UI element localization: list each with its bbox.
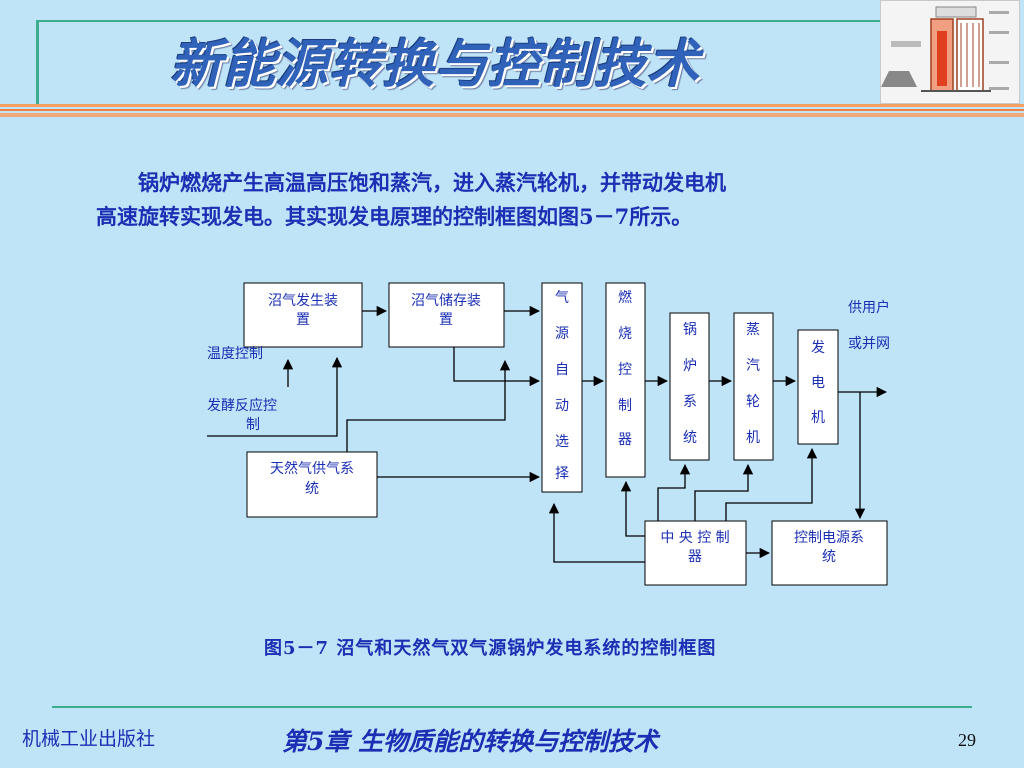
box-steam-turbine (733, 312, 774, 461)
box-natural-gas-line2: 统 (305, 481, 319, 497)
boiler-schematic-icon (881, 6, 1009, 92)
title-top-line (36, 20, 881, 22)
title-left-line (36, 20, 39, 104)
box-biogas-generator-line1: 沼气发生装 (268, 293, 338, 309)
paragraph-line-1: 锅炉燃烧产生高温高压饱和蒸汽，进入蒸汽轮机，并带动发电机 (138, 170, 726, 195)
arrow-central-to-turbine (694, 463, 754, 521)
header-stripe-1 (0, 104, 1024, 107)
box-boiler-system (669, 312, 710, 461)
arrow-central-to-boiler (657, 463, 691, 521)
arrow-store-to-select-lower (453, 347, 541, 387)
label-fermentation-line2: 制 (246, 417, 260, 433)
box-power-ctrl-line2: 统 (822, 549, 836, 565)
box-biogas-generator-line2: 置 (296, 312, 310, 328)
burn-ctrl-char-3: 控 (618, 362, 632, 378)
boiler-char-1: 锅 (683, 322, 697, 338)
turbine-char-4: 机 (746, 430, 760, 446)
footer-chapter: 第5章 生物质能的转换与控制技术 (282, 727, 659, 756)
box-combustion-controller (605, 282, 646, 478)
figure-caption: 图5－7 沼气和天然气双气源锅炉发电系统的控制框图 (264, 638, 717, 659)
box-biogas-storage-line2: 置 (439, 312, 453, 328)
box-biogas-generator (243, 282, 363, 348)
label-temperature-control: 温度控制 (207, 346, 263, 362)
boiler-char-3: 系 (683, 394, 697, 410)
box-central-ctrl-line2: 器 (688, 549, 702, 565)
burn-ctrl-char-5: 器 (618, 432, 632, 448)
header-stripe-2 (0, 109, 1024, 111)
boiler-char-4: 统 (683, 430, 697, 446)
gas-select-char-3: 自 (555, 362, 569, 378)
gas-select-char-2: 源 (555, 326, 569, 342)
generator-char-3: 机 (811, 410, 825, 426)
arrow-central-to-generator (725, 447, 818, 521)
box-gas-auto-select (541, 282, 583, 493)
footer-publisher: 机械工业出版社 (22, 728, 156, 750)
box-natural-gas-supply (246, 451, 378, 518)
box-power-control-system (771, 520, 888, 586)
box-central-ctrl-line1: 中 央 控 制 (660, 530, 729, 546)
label-supply-line1: 供用户 (848, 299, 890, 316)
turbine-char-1: 蒸 (746, 322, 760, 338)
arrow-central-to-burn (620, 480, 645, 537)
generator-char-1: 发 (811, 340, 825, 356)
box-power-ctrl-line1: 控制电源系 (794, 530, 864, 546)
gas-select-char-4: 动 (555, 398, 569, 414)
box-generator (797, 329, 839, 445)
burn-ctrl-char-1: 燃 (618, 289, 632, 306)
box-biogas-storage (388, 282, 505, 348)
arrow-central-to-select (548, 502, 645, 563)
label-fermentation-line1: 发酵反应控 (207, 397, 277, 414)
generator-char-2: 电 (811, 375, 825, 391)
burn-ctrl-char-2: 烧 (618, 326, 632, 342)
turbine-char-3: 轮 (746, 394, 760, 410)
gas-select-char-1: 气 (555, 290, 569, 306)
burn-ctrl-char-4: 制 (618, 398, 632, 414)
slide-title: 新能源转换与控制技术 (170, 35, 701, 95)
boiler-thumbnail-image (880, 0, 1020, 104)
label-supply-line2: 或并网 (848, 336, 890, 352)
gas-select-char-5: 选 (555, 434, 569, 450)
title-bar: 新能源转换与控制技术 (0, 0, 1024, 118)
box-biogas-storage-line1: 沼气储存装 (411, 293, 481, 309)
arrow-ferment-control (207, 356, 343, 437)
gas-select-char-6: 择 (555, 466, 569, 482)
header-stripe-3 (0, 113, 1024, 117)
turbine-char-2: 汽 (746, 358, 760, 374)
arrow-natgas-to-store (346, 359, 511, 452)
body-paragraph: 锅炉燃烧产生高温高压饱和蒸汽，进入蒸汽轮机，并带动发电机 高速旋转实现发电。其实… (96, 166, 956, 234)
paragraph-line-2: 高速旋转实现发电。其实现发电原理的控制框图如图5－7所示。 (96, 204, 693, 229)
boiler-char-2: 炉 (683, 358, 697, 374)
footer-divider (52, 706, 972, 708)
page-number: 29 (958, 730, 976, 750)
box-natural-gas-line1: 天然气供气系 (270, 460, 354, 477)
